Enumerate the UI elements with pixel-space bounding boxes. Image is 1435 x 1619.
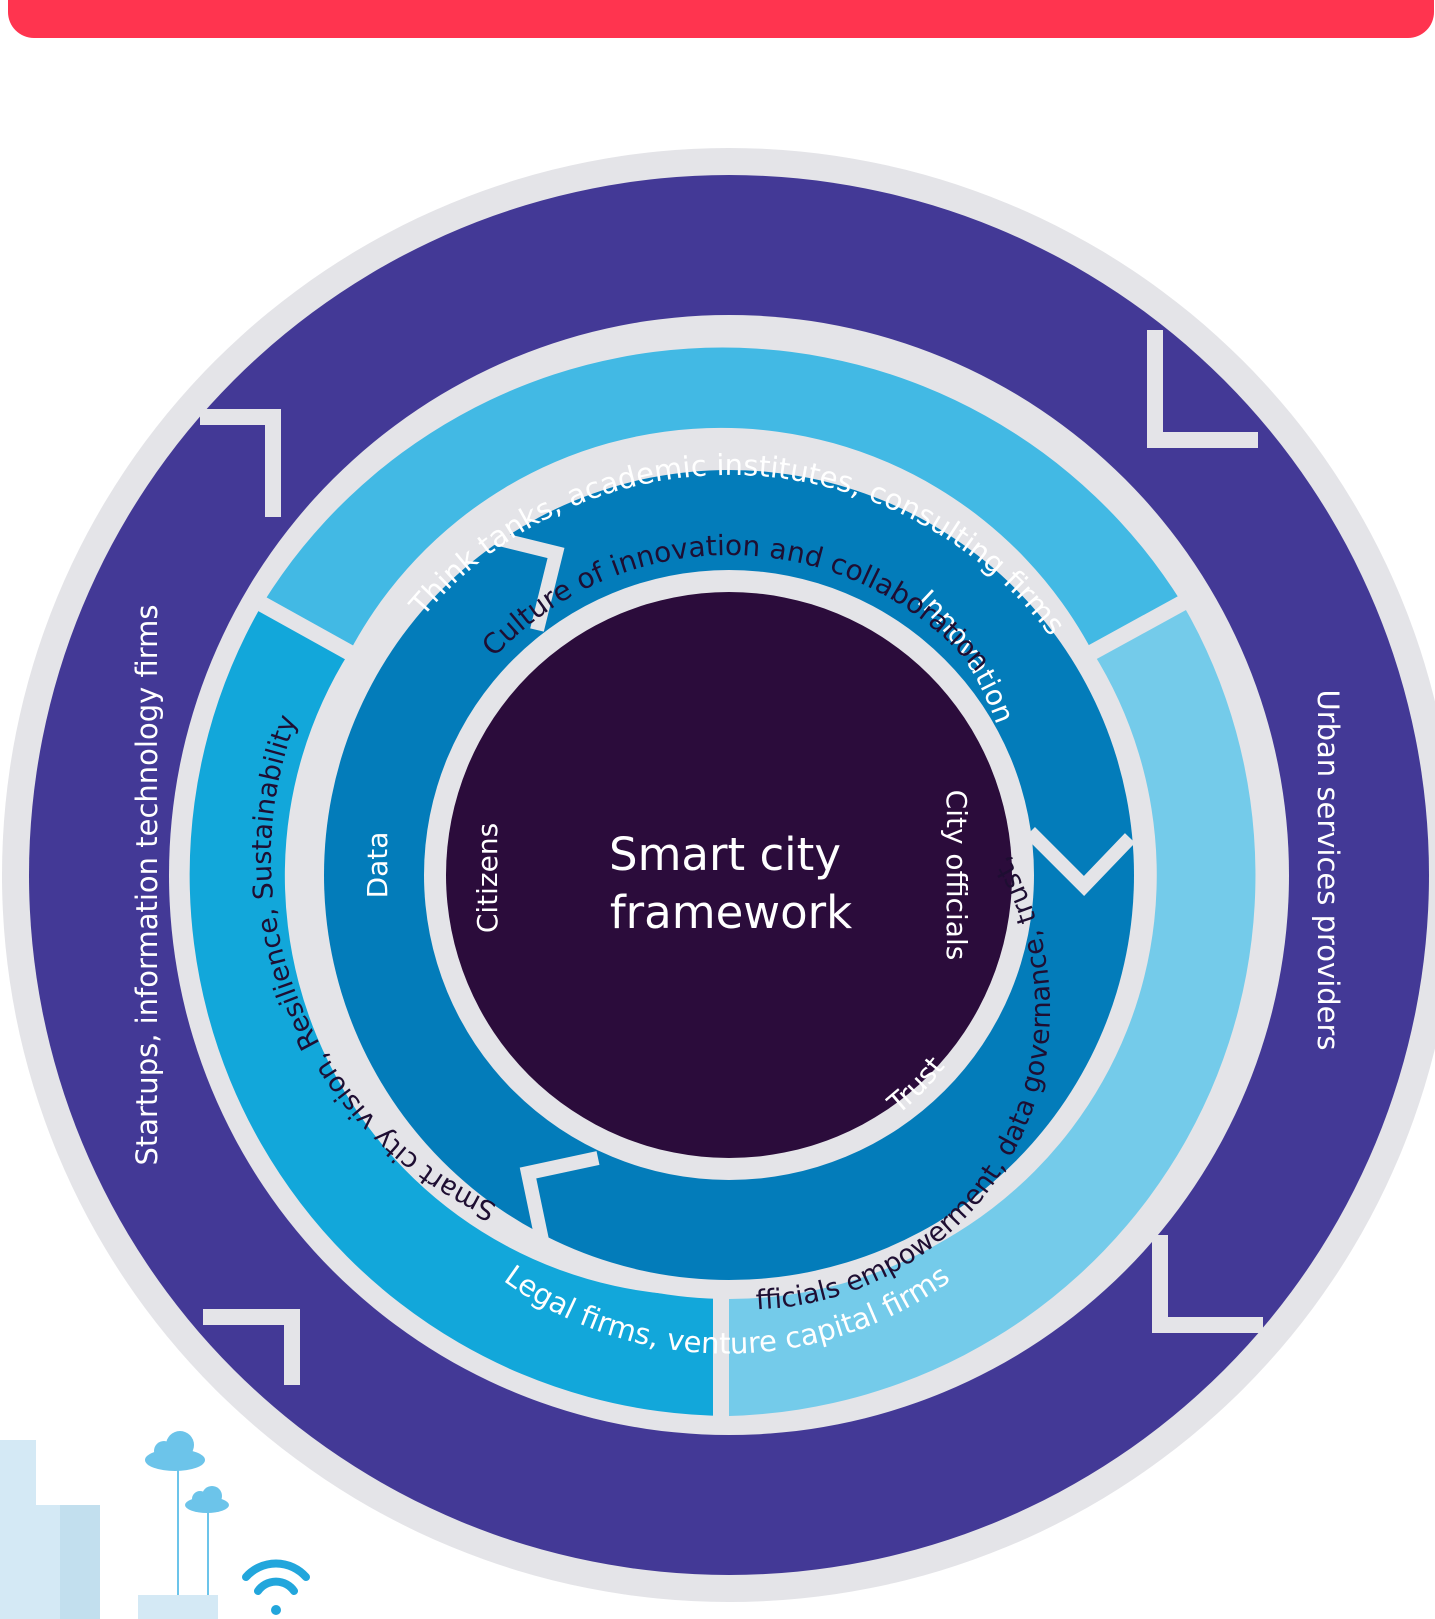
city-officials-label: City officials <box>940 790 973 961</box>
enabler-separators <box>258 594 1188 1420</box>
center-title-line2: framework <box>610 886 852 939</box>
ecosystem-arrow-separators <box>200 330 1263 1385</box>
svg-text:Startups, information technolo: Startups, information technology firms <box>130 604 164 1165</box>
center-title-line1: Smart city <box>609 828 841 881</box>
enabler-segment-left <box>189 603 729 1416</box>
cloud-icon <box>145 1431 229 1513</box>
svg-text:Data: Data <box>361 832 394 899</box>
wifi-icon <box>242 1559 310 1615</box>
svg-text:Urban services providers: Urban services providers <box>1311 689 1345 1050</box>
top-banner <box>8 0 1434 38</box>
cycle-arrow-cuts <box>493 531 1136 1247</box>
ecosystem-label-startups: Startups, information technology firms <box>130 604 164 1165</box>
cycle-label-data: Data <box>361 832 394 899</box>
core-circle <box>446 592 1012 1158</box>
city-skyline-icon <box>0 1440 218 1619</box>
enabler-segment-right <box>729 603 1256 1416</box>
citizens-label: Citizens <box>471 823 504 933</box>
enabler-segment-top <box>263 347 1182 651</box>
ecosystem-label-urban-services: Urban services providers <box>1311 689 1345 1050</box>
